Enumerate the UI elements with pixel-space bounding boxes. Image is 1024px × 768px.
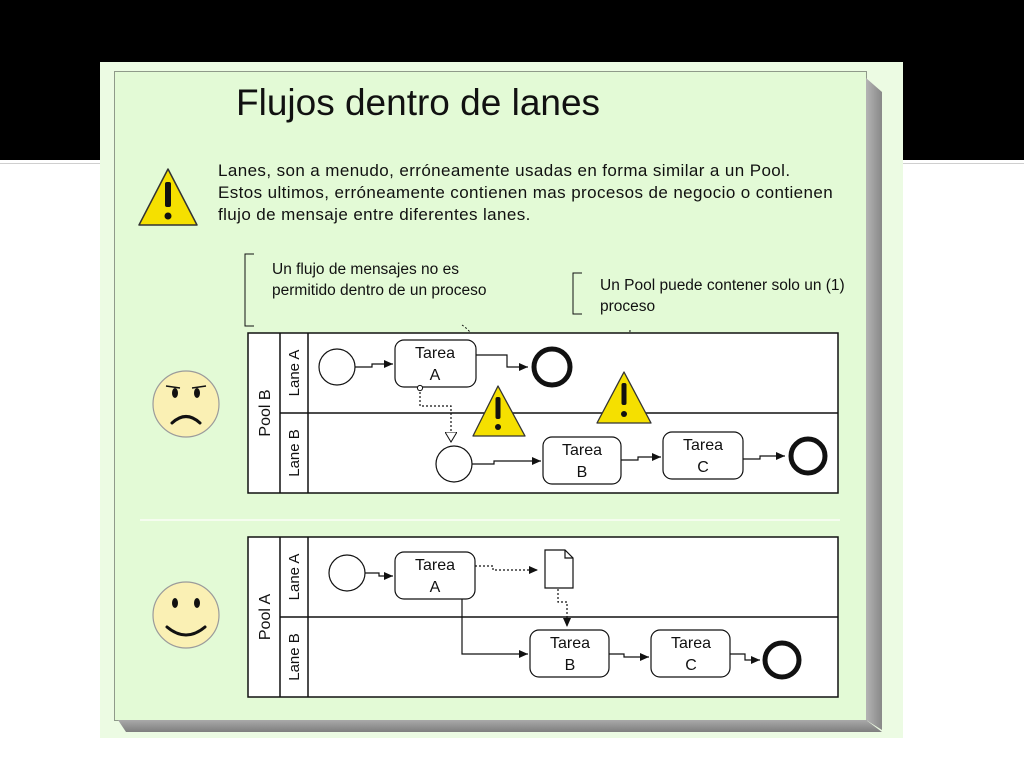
card-shadow-right: [866, 78, 882, 730]
svg-text:Tarea: Tarea: [550, 635, 590, 652]
end-event: [762, 640, 802, 680]
task-c: [662, 431, 744, 480]
end-event: [531, 346, 573, 388]
svg-text:Tarea: Tarea: [683, 437, 723, 454]
lane-b-label: Lane B: [286, 633, 303, 681]
pool-a: Pool A Lane A Lane B Tarea A Tarea B Tar…: [247, 536, 839, 698]
warning-icon: [138, 168, 198, 226]
svg-text:Tarea: Tarea: [562, 442, 602, 459]
lane-a-label: Lane A: [286, 554, 303, 601]
lane-a-label: Lane A: [286, 350, 303, 397]
svg-text:A: A: [430, 579, 441, 596]
pool-label: Pool B: [257, 389, 274, 436]
callout-bracket-1: [244, 253, 254, 327]
card-shadow-bottom: [118, 720, 882, 732]
svg-text:B: B: [565, 657, 576, 674]
svg-text:Tarea: Tarea: [415, 557, 455, 574]
message-flow: [420, 388, 451, 442]
pool-b: Pool B Lane A Lane B Tarea A Tarea B Tar…: [247, 332, 839, 494]
callout-one-process: Un Pool puede contener solo un (1) proce…: [600, 277, 845, 315]
warning-icon: [596, 371, 652, 424]
svg-text:B: B: [577, 464, 588, 481]
svg-text:Tarea: Tarea: [415, 345, 455, 362]
happy-face-icon: [152, 581, 220, 649]
section-divider: [140, 519, 840, 521]
page-title: Flujos dentro de lanes: [236, 82, 601, 123]
start-event-lane-b: [435, 445, 473, 483]
svg-text:Tarea: Tarea: [671, 635, 711, 652]
task-a: [394, 551, 476, 600]
end-event-lane-b: [788, 436, 828, 476]
warning-text: Lanes, son a menudo, erróneamente usadas…: [218, 161, 834, 224]
lane-b-label: Lane B: [286, 429, 303, 477]
sad-face-icon: [152, 370, 220, 438]
start-event: [318, 348, 356, 386]
warning-icon: [472, 385, 526, 437]
svg-text:C: C: [685, 657, 697, 674]
svg-text:A: A: [430, 367, 441, 384]
start-event: [328, 554, 366, 592]
callout-message-flow: Un flujo de mensajes no es permitido den…: [272, 261, 487, 299]
svg-text:C: C: [697, 459, 709, 476]
callout-bracket-2: [572, 272, 582, 315]
pool-label: Pool A: [257, 594, 274, 641]
data-object-icon: [544, 549, 574, 589]
